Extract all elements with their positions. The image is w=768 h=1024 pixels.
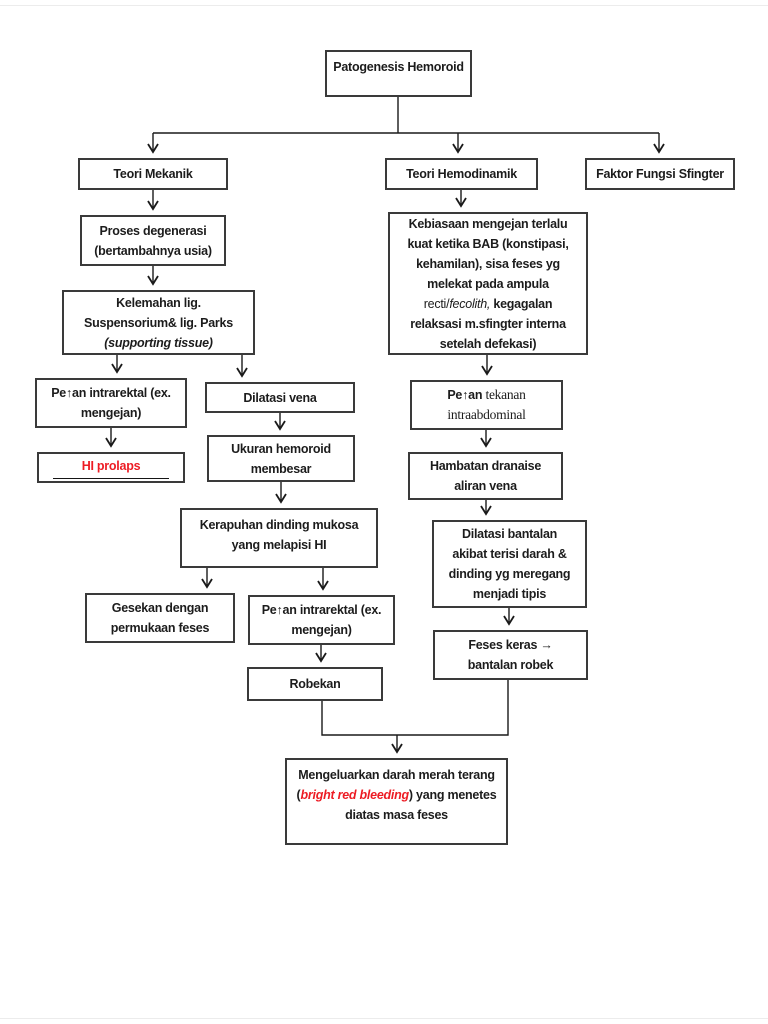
hi-prolaps-underline xyxy=(53,478,169,479)
node-feses-keras: Feses keras →bantalan robek xyxy=(433,630,588,680)
node-pean-intrarektal-1: Pe↑an intrarektal (ex.mengejan) xyxy=(35,378,187,428)
page-top-edge xyxy=(0,5,768,6)
node-teori-hemodinamik: Teori Hemodinamik xyxy=(385,158,538,190)
node-mengeluarkan-darah: Mengeluarkan darah merah terang(bright r… xyxy=(285,758,508,845)
node-faktor-fungsi-sfingter: Faktor Fungsi Sfingter xyxy=(585,158,735,190)
node-teori-mekanik: Teori Mekanik xyxy=(78,158,228,190)
node-robekan: Robekan xyxy=(247,667,383,701)
hi-prolaps-label: HI prolaps xyxy=(81,459,141,473)
node-hi-prolaps: HI prolaps xyxy=(37,452,185,483)
node-kelemahan-lig: Kelemahan lig.Suspensorium& lig. Parks(s… xyxy=(62,290,255,355)
node-proses-degenerasi: Proses degenerasi(bertambahnya usia) xyxy=(80,215,226,266)
node-patogenesis-hemoroid: Patogenesis Hemoroid xyxy=(325,50,472,97)
node-dilatasi-vena: Dilatasi vena xyxy=(205,382,355,413)
page-bottom-edge xyxy=(0,1018,768,1019)
node-pean-intrarektal-2: Pe↑an intrarektal (ex.mengejan) xyxy=(248,595,395,645)
